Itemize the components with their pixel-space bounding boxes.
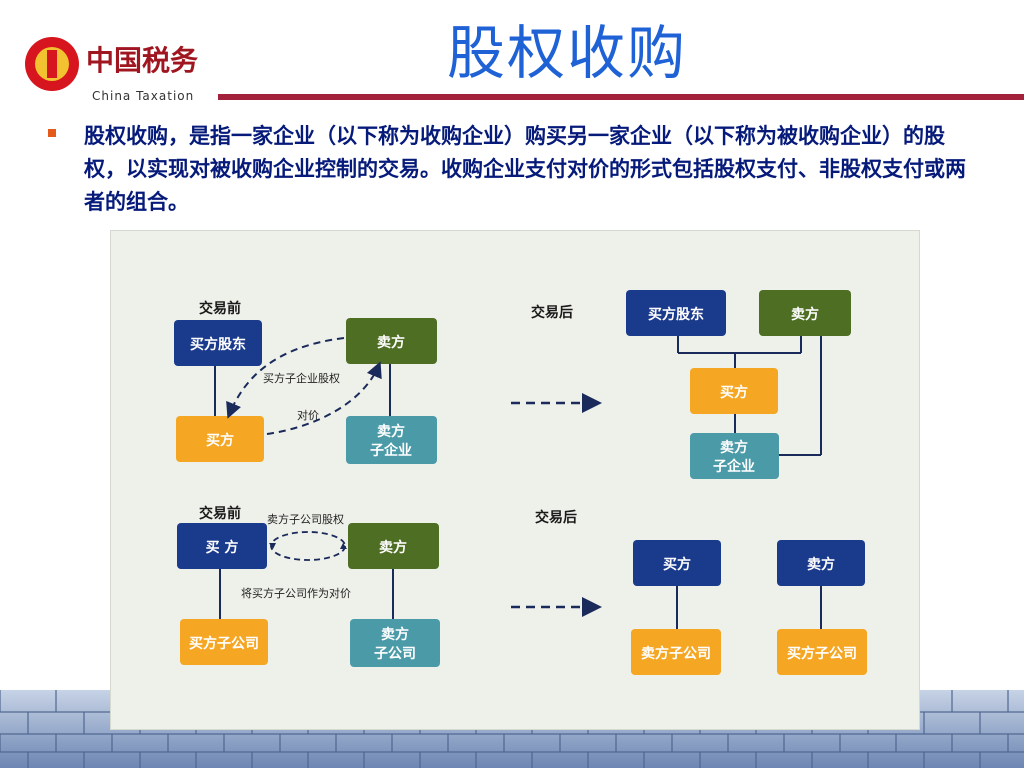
bottom-after-seller-box: 卖方 [777,540,865,586]
bottom-equity-label: 卖方子公司股权 [267,512,344,526]
svg-text:买方股东: 买方股东 [648,306,704,323]
bottom-before-label: 交易前 [199,505,241,522]
svg-text:卖方子公司: 卖方子公司 [641,645,711,662]
bottom-before-seller-sub-box: 卖方 子公司 [350,619,440,667]
svg-text:买方: 买方 [206,432,234,449]
china-taxation-logo: 中国税务 China Taxation [25,37,198,103]
bottom-before-seller-box: 卖方 [348,523,439,569]
bottom-before-buyer-box: 买 方 [177,523,267,569]
svg-text:卖方: 卖方 [720,439,748,456]
svg-text:子公司: 子公司 [374,646,416,662]
svg-text:卖方: 卖方 [379,539,407,556]
top-before-seller-box: 卖方 [346,318,437,364]
bullet-square-icon [48,129,56,137]
top-after-buyer-box: 买方 [690,368,778,414]
top-after-seller-box: 卖方 [759,290,851,336]
top-after-buyer-shareholder-box: 买方股东 [626,290,726,336]
top-after-label: 交易后 [531,304,573,321]
svg-text:买方: 买方 [663,556,691,573]
bottom-after-buyer-owns-box: 卖方子公司 [631,629,721,675]
logo-en-text: China Taxation [92,89,194,103]
top-equity-label: 买方子企业股权 [263,371,340,385]
top-before-seller-sub-box: 卖方 子企业 [346,416,437,464]
bottom-before-buyer-sub-box: 买方子公司 [180,619,268,665]
svg-text:买方: 买方 [720,384,748,401]
bottom-after-label: 交易后 [535,509,577,526]
svg-text:卖方: 卖方 [381,626,409,643]
bottom-exchange-loop [270,531,346,561]
svg-text:买方子公司: 买方子公司 [787,645,857,662]
bullet-text: 股权收购，是指一家企业（以下称为收购企业）购买另一家企业（以下称为被收购企业）的… [84,124,966,214]
top-before-buyer-box: 买方 [176,416,264,462]
svg-text:卖方: 卖方 [377,423,405,440]
top-equity-arrow [226,337,345,419]
svg-text:买方股东: 买方股东 [190,336,246,353]
logo-cn-text: 中国税务 [86,44,198,77]
svg-text:买方子公司: 买方子公司 [189,635,259,652]
top-consideration-label: 对价 [297,408,319,422]
svg-text:卖方: 卖方 [377,334,405,351]
title-divider [218,94,1024,100]
top-consideration-arrow [266,361,382,435]
svg-text:卖方: 卖方 [791,306,819,323]
bottom-after-seller-owns-box: 买方子公司 [777,629,867,675]
bottom-after-buyer-box: 买方 [633,540,721,586]
bottom-consideration-label: 将买方子公司作为对价 [241,586,351,600]
svg-text:子企业: 子企业 [370,442,412,459]
svg-text:子企业: 子企业 [713,458,755,475]
top-after-seller-sub-box: 卖方 子企业 [690,433,779,479]
top-before-buyer-shareholder-box: 买方股东 [174,320,262,366]
slide-title: 股权收购 [446,19,687,87]
top-before-label: 交易前 [199,300,241,317]
svg-text:买 方: 买 方 [206,539,239,556]
svg-text:卖方: 卖方 [807,556,835,573]
acquisition-diagram: 交易前 买方股东 卖方 买方 卖方 子企业 买方子企业股权 对价 交易后 [110,230,920,730]
